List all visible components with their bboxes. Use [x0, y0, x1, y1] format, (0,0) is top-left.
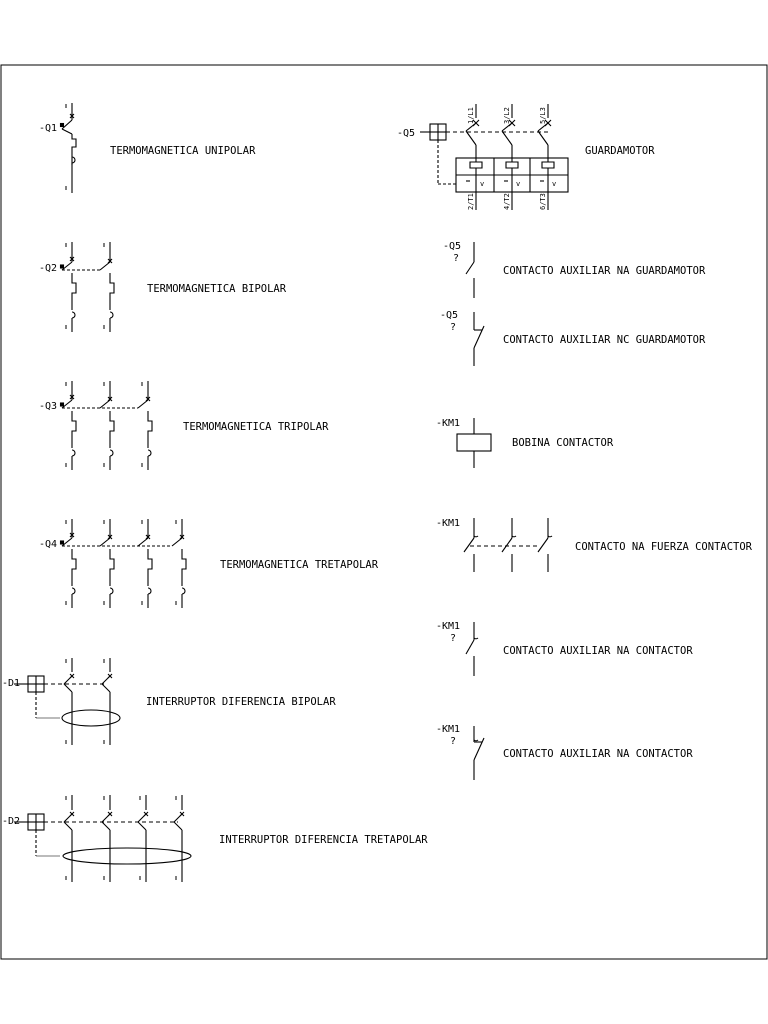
- q1-tag: -Q1: [39, 123, 57, 134]
- q5-aux-nc-marker: ?: [450, 322, 456, 333]
- symbol-q2-bipolar-breaker: [59, 242, 115, 332]
- symbol-km1-nc-aux-contact: [473, 726, 485, 780]
- d2-tag: -D2: [2, 816, 20, 827]
- q1-description: TERMOMAGNETICA UNIPOLAR: [110, 145, 256, 157]
- symbol-km1-power-contacts: [463, 518, 553, 572]
- q5-aux-nc-tag: -Q5: [440, 310, 458, 321]
- km1-coil-description: BOBINA CONTACTOR: [512, 437, 614, 449]
- km1-coil-tag: -KM1: [436, 418, 460, 429]
- q5-top-label-3: 5/L3: [539, 107, 547, 124]
- q5-aux-nc-description: CONTACTO AUXILIAR NC GUARDAMOTOR: [503, 334, 706, 346]
- d2-description: INTERRUPTOR DIFERENCIA TRETAPOLAR: [219, 834, 428, 846]
- q5-trip-mark-3: v: [552, 180, 556, 188]
- q5-tag: -Q5: [397, 128, 415, 139]
- q5-bottom-label-1: 2/T1: [467, 193, 475, 210]
- symbol-d2-rcd-tetrapolar: [14, 795, 192, 882]
- q2-description: TERMOMAGNETICA BIPOLAR: [147, 283, 287, 295]
- symbol-q4-tetrapolar-breaker: [59, 519, 187, 608]
- terminal-ticks: [65, 104, 177, 880]
- q5-aux-no-marker: ?: [453, 253, 459, 264]
- km1-aux-nc-tag: -KM1: [436, 724, 460, 735]
- km1-aux-no-description: CONTACTO AUXILIAR NA CONTACTOR: [503, 645, 693, 657]
- q5-bottom-label-3: 6/T3: [539, 193, 547, 210]
- q5-description: GUARDAMOTOR: [585, 145, 655, 157]
- symbol-q5-motor-protector: [420, 104, 569, 210]
- symbol-d1-rcd-bipolar: [14, 658, 121, 745]
- q5-trip-mark-1: v: [480, 180, 484, 188]
- q5-aux-no-description: CONTACTO AUXILIAR NA GUARDAMOTOR: [503, 265, 706, 277]
- q4-description: TERMOMAGNETICA TRETAPOLAR: [220, 559, 379, 571]
- q5-aux-no-tag: -Q5: [443, 241, 461, 252]
- km1-aux-no-marker: ?: [450, 633, 456, 644]
- symbol-km1-no-aux-contact: [465, 622, 479, 676]
- q4-tag: -Q4: [39, 539, 57, 550]
- q3-description: TERMOMAGNETICA TRIPOLAR: [183, 421, 329, 433]
- q5-top-label-2: 3/L2: [503, 107, 511, 124]
- q3-tag: -Q3: [39, 401, 57, 412]
- d1-tag: -D1: [2, 678, 20, 689]
- q5-bottom-label-2: 4/T2: [503, 193, 511, 210]
- km1-aux-nc-description: CONTACTO AUXILIAR NA CONTACTOR: [503, 748, 693, 760]
- symbol-q5-nc-aux-contact: [473, 312, 485, 366]
- symbol-q3-tripolar-breaker: [59, 381, 153, 470]
- q2-tag: -Q2: [39, 263, 57, 274]
- symbol-km1-coil: [456, 418, 492, 468]
- q5-top-label-1: 1/L1: [467, 107, 475, 124]
- d1-description: INTERRUPTOR DIFERENCIA BIPOLAR: [146, 696, 336, 708]
- km1-aux-no-tag: -KM1: [436, 621, 460, 632]
- symbol-q1-single-pole-breaker: [59, 103, 77, 193]
- symbol-q5-no-aux-contact: [465, 242, 475, 298]
- q5-trip-mark-2: v: [516, 180, 520, 188]
- drawing-border: [0, 64, 768, 960]
- km1-power-description: CONTACTO NA FUERZA CONTACTOR: [575, 541, 753, 553]
- km1-aux-nc-marker: ?: [450, 736, 456, 747]
- km1-power-tag: -KM1: [436, 518, 460, 529]
